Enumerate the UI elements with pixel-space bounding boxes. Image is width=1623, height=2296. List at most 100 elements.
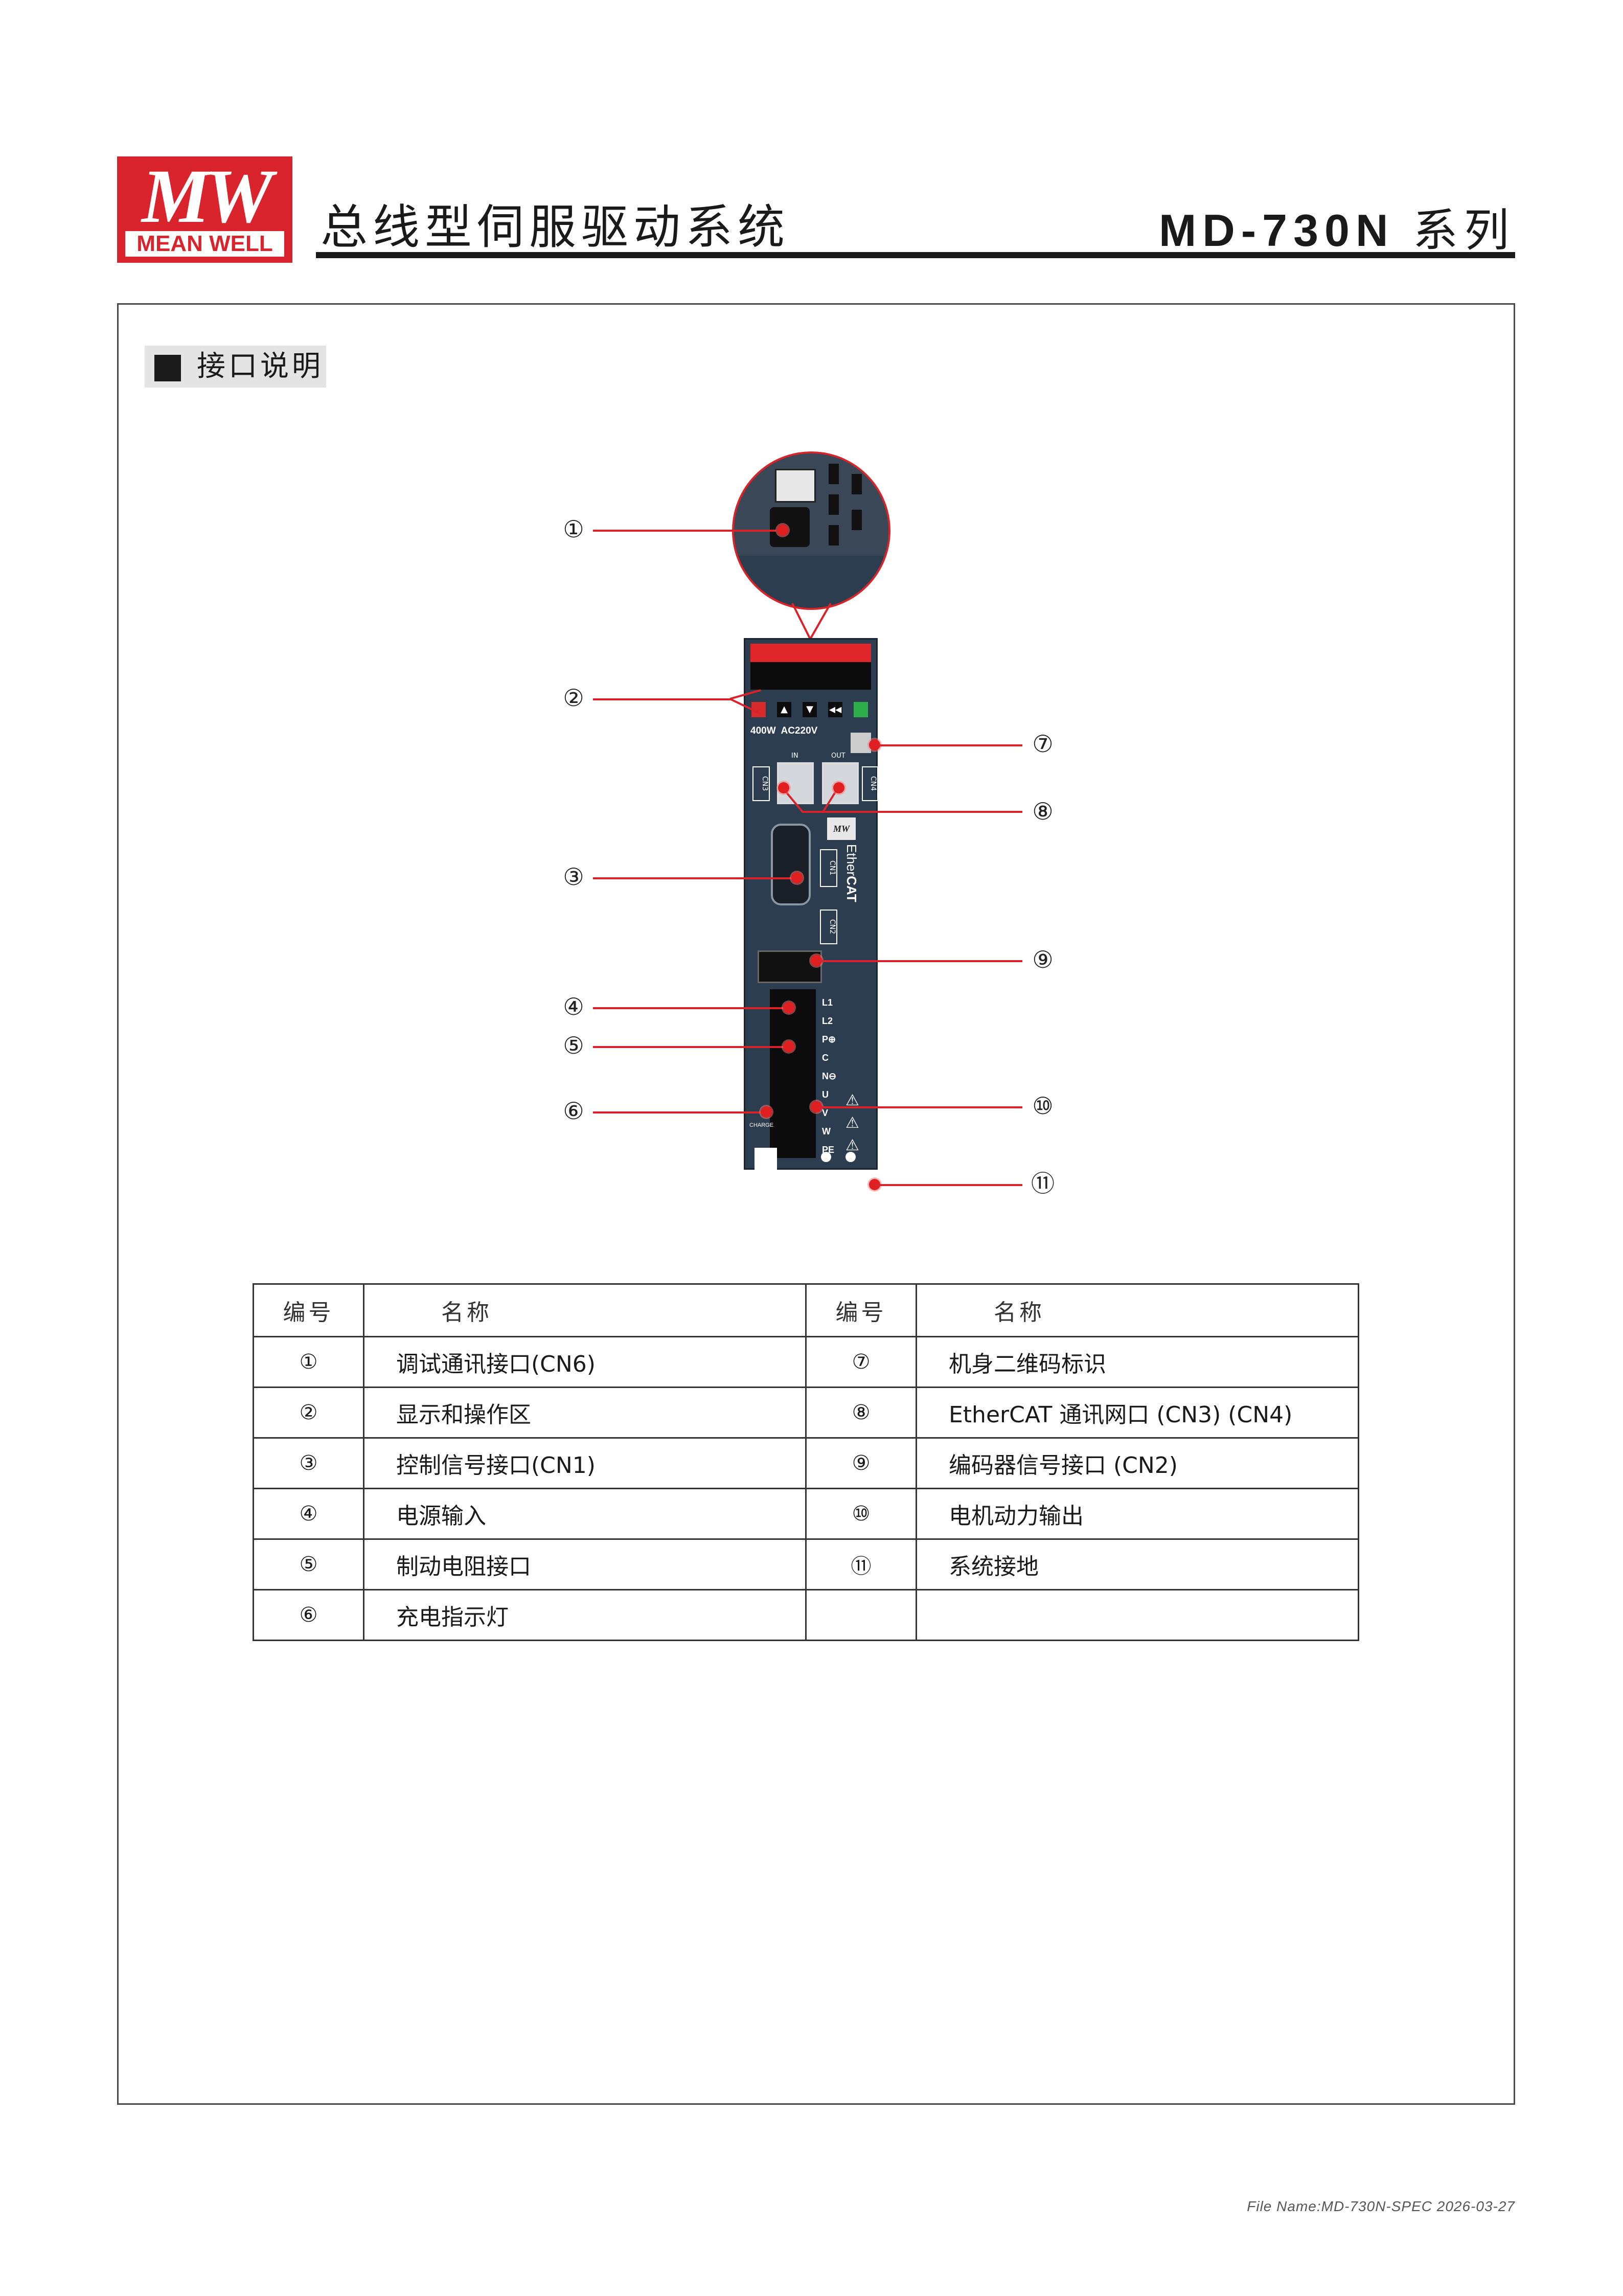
row-name (916, 1589, 1359, 1641)
logo-mark: MW (142, 154, 273, 239)
callout-6: ⑥ (563, 1097, 584, 1125)
table-row: ⑥ 充电指示灯 (253, 1589, 1359, 1641)
cn4-label: CN4 (862, 766, 878, 801)
cn1-connector (771, 824, 811, 905)
up-key: ▲ (777, 702, 791, 717)
row-number: ⑪ (805, 1538, 917, 1590)
ethercat-logo-cat: CAT (844, 876, 859, 902)
terminal-labels: L1 L2 P⊕ C N⊖ U V W PE (822, 993, 836, 1159)
callout-10-dot (811, 1101, 822, 1112)
header-rule (316, 252, 1515, 258)
callout-8-dot-in (778, 782, 789, 793)
logo-band (125, 231, 284, 257)
zoom-pointer (791, 603, 832, 642)
zoom-connector (775, 469, 816, 503)
callout-4-line (593, 1007, 790, 1009)
callout-9-line (818, 960, 1022, 962)
cn1-label: CN1 (820, 849, 837, 887)
row-number: ② (253, 1386, 364, 1439)
row-number: ⑩ (805, 1488, 917, 1540)
cn2-connector (758, 950, 822, 983)
callout-3: ③ (563, 863, 584, 891)
zoom-vent (829, 494, 839, 515)
callout-6-line (593, 1111, 767, 1113)
row-name: 调试通讯接口(CN6) (363, 1336, 807, 1388)
row-number (805, 1589, 917, 1641)
callout-8-fork (782, 786, 1022, 813)
callout-2-line (593, 698, 731, 700)
content-frame (117, 303, 1515, 2105)
callout-1-line (593, 530, 776, 532)
series-model: MD-730N (1158, 205, 1395, 256)
port-out-label: OUT (831, 752, 845, 760)
callout-10-line (818, 1106, 1022, 1108)
callout-6-dot (761, 1106, 772, 1118)
row-name: 编码器信号接口 (CN2) (916, 1437, 1359, 1489)
zoom-vent (829, 525, 839, 545)
callout-11-dot (869, 1179, 880, 1190)
logo-text: MEAN WELL (136, 231, 273, 256)
table-row: ④ 电源输入 ⑩ 电机动力输出 (253, 1488, 1359, 1540)
zoom-vent (852, 474, 862, 494)
header-name: 名称 (363, 1283, 807, 1337)
down-key: ▼ (803, 702, 817, 717)
label-l1: L1 (822, 997, 833, 1008)
row-number: ⑧ (805, 1386, 917, 1439)
row-name: 电机动力输出 (916, 1488, 1359, 1540)
header-number: 编号 (805, 1283, 917, 1337)
charge-label: CHARGE (749, 1122, 774, 1128)
label-v: V (822, 1108, 829, 1118)
callout-10: ⑩ (1032, 1092, 1054, 1120)
zoom-vent (852, 510, 862, 530)
row-name: EtherCAT 通讯网口 (CN3) (CN4) (916, 1386, 1359, 1439)
row-number: ⑦ (805, 1336, 917, 1388)
zoom-vent (829, 464, 839, 484)
document-title: 总线型伺服驱动系统 (321, 200, 790, 255)
callout-5-dot (783, 1041, 794, 1052)
set-key (854, 702, 868, 717)
callout-3-line (593, 877, 797, 879)
display-bar (750, 644, 871, 662)
cn3-label: CN3 (752, 766, 770, 801)
callout-5-line (593, 1046, 790, 1048)
row-name: 电源输入 (363, 1488, 807, 1540)
led-display (750, 662, 871, 690)
header-number: 编号 (253, 1283, 364, 1337)
rating-label: 400W AC220V (750, 725, 818, 736)
zoom-bottom-panel (734, 556, 888, 608)
section-bullet (154, 355, 181, 381)
brand-badge: MW (827, 817, 856, 840)
callout-8-dot-out (833, 782, 844, 793)
table-row: ② 显示和操作区 ⑧ EtherCAT 通讯网口 (CN3) (CN4) (253, 1386, 1359, 1439)
ethercat-logo: EtherCAT (843, 844, 859, 902)
ground-hole (845, 1152, 856, 1162)
series-title: MD-730N 系列 (1159, 194, 1515, 259)
callout-7-dot (869, 739, 880, 751)
row-number: ⑤ (253, 1538, 364, 1590)
label-l2: L2 (822, 1016, 833, 1026)
callout-2-fork (730, 689, 761, 715)
cn6-zoom-view (732, 451, 890, 610)
row-name: 控制信号接口(CN1) (363, 1437, 807, 1489)
callout-2: ② (563, 684, 584, 712)
label-c: C (822, 1053, 829, 1063)
table-header-row: 编号 名称 编号 名称 (253, 1283, 1359, 1337)
terminal-block (770, 989, 816, 1158)
ethercat-logo-ether: Ether (844, 844, 859, 876)
port-in-label: IN (791, 752, 798, 760)
header-name: 名称 (916, 1283, 1359, 1337)
row-name: 机身二维码标识 (916, 1336, 1359, 1388)
callout-1-dot (777, 525, 788, 536)
mount-slot (755, 1148, 777, 1171)
callout-11-line (875, 1184, 1022, 1186)
ground-hole (821, 1152, 831, 1162)
callout-9-dot (811, 955, 822, 966)
row-name: 系统接地 (916, 1538, 1359, 1590)
interface-table: 编号 名称 编号 名称 ① 调试通讯接口(CN6) ⑦ 机身二维码标识 ② 显示… (253, 1283, 1359, 1641)
label-n: N⊖ (822, 1071, 837, 1081)
series-suffix: 系列 (1412, 204, 1515, 257)
row-number: ⑨ (805, 1437, 917, 1489)
servo-drive: ▲ ▼ ◀◀ 400W AC220V IN OUT CN3 CN4 MW CN1… (744, 638, 878, 1171)
row-name: 显示和操作区 (363, 1386, 807, 1439)
callout-7-line (875, 744, 1022, 746)
